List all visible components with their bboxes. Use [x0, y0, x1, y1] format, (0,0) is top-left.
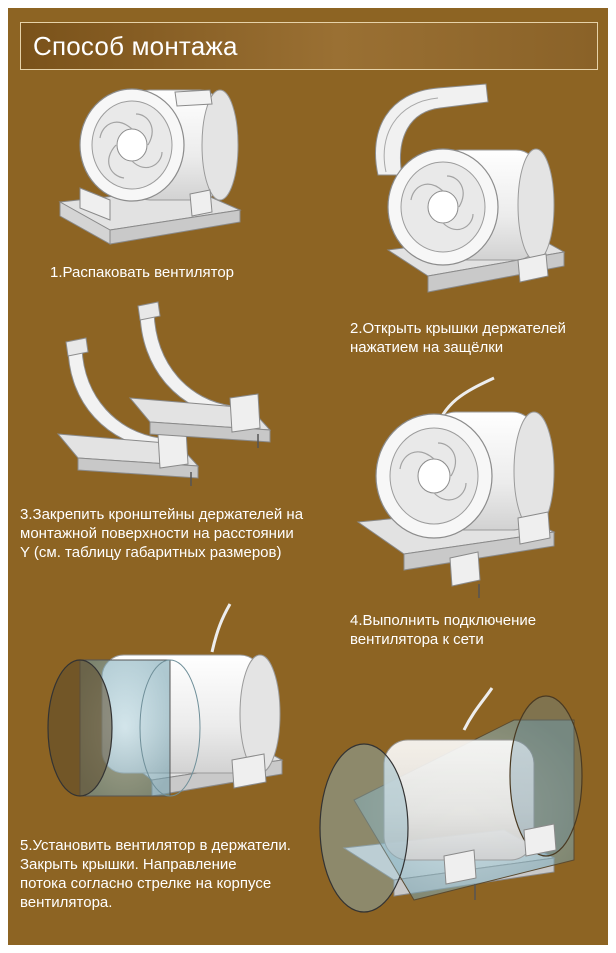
- step-3-caption: 3.Закрепить кронштейны держателей на мон…: [20, 505, 303, 562]
- step-4-caption: 4.Выполнить подключение вентилятора к се…: [350, 611, 536, 649]
- step-4-line: 4.Выполнить подключение: [350, 612, 537, 629]
- step-3-line: 3.Закрепить кронштейны держателей на: [20, 506, 304, 523]
- fan-in-duct-left-illustration: [47, 603, 284, 797]
- installation-page: Способ монтажа: [8, 8, 608, 945]
- step-1-caption: 1.Распаковать вентилятор: [50, 263, 234, 282]
- step-2-line: 2.Открыть крышки держателей: [350, 320, 566, 337]
- step-5-line: 5.Установить вентилятор в держатели.: [20, 837, 291, 854]
- fan-cable-illustration: [356, 376, 556, 598]
- page-title: Способ монтажа: [33, 31, 238, 61]
- step-5-line: Закрыть крышки. Направление: [20, 856, 237, 873]
- step-5-line: потока согласно стрелке на корпусе: [20, 875, 272, 892]
- step-2-caption: 2.Открыть крышки держателей нажатием на …: [350, 319, 566, 357]
- fan-on-holders-illustration: [58, 88, 242, 245]
- step-5-caption: 5.Установить вентилятор в держатели. Зак…: [20, 836, 291, 912]
- header-bar: Способ монтажа: [20, 22, 598, 70]
- fan-in-duct-right-illustration: [319, 687, 583, 913]
- step-3-line: монтажной поверхности на расстоянии: [20, 525, 294, 542]
- step-5-line: вентилятора.: [20, 894, 113, 911]
- step-1-line: 1.Распаковать вентилятор: [50, 264, 234, 281]
- step-3-line: Y (см. таблицу габаритных размеров): [20, 544, 282, 561]
- step-4-line: вентилятора к сети: [350, 631, 484, 648]
- fan-open-covers-illustration: [375, 83, 566, 293]
- mounted-brackets-illustration: [56, 301, 272, 486]
- step-2-line: нажатием на защёлки: [350, 339, 504, 356]
